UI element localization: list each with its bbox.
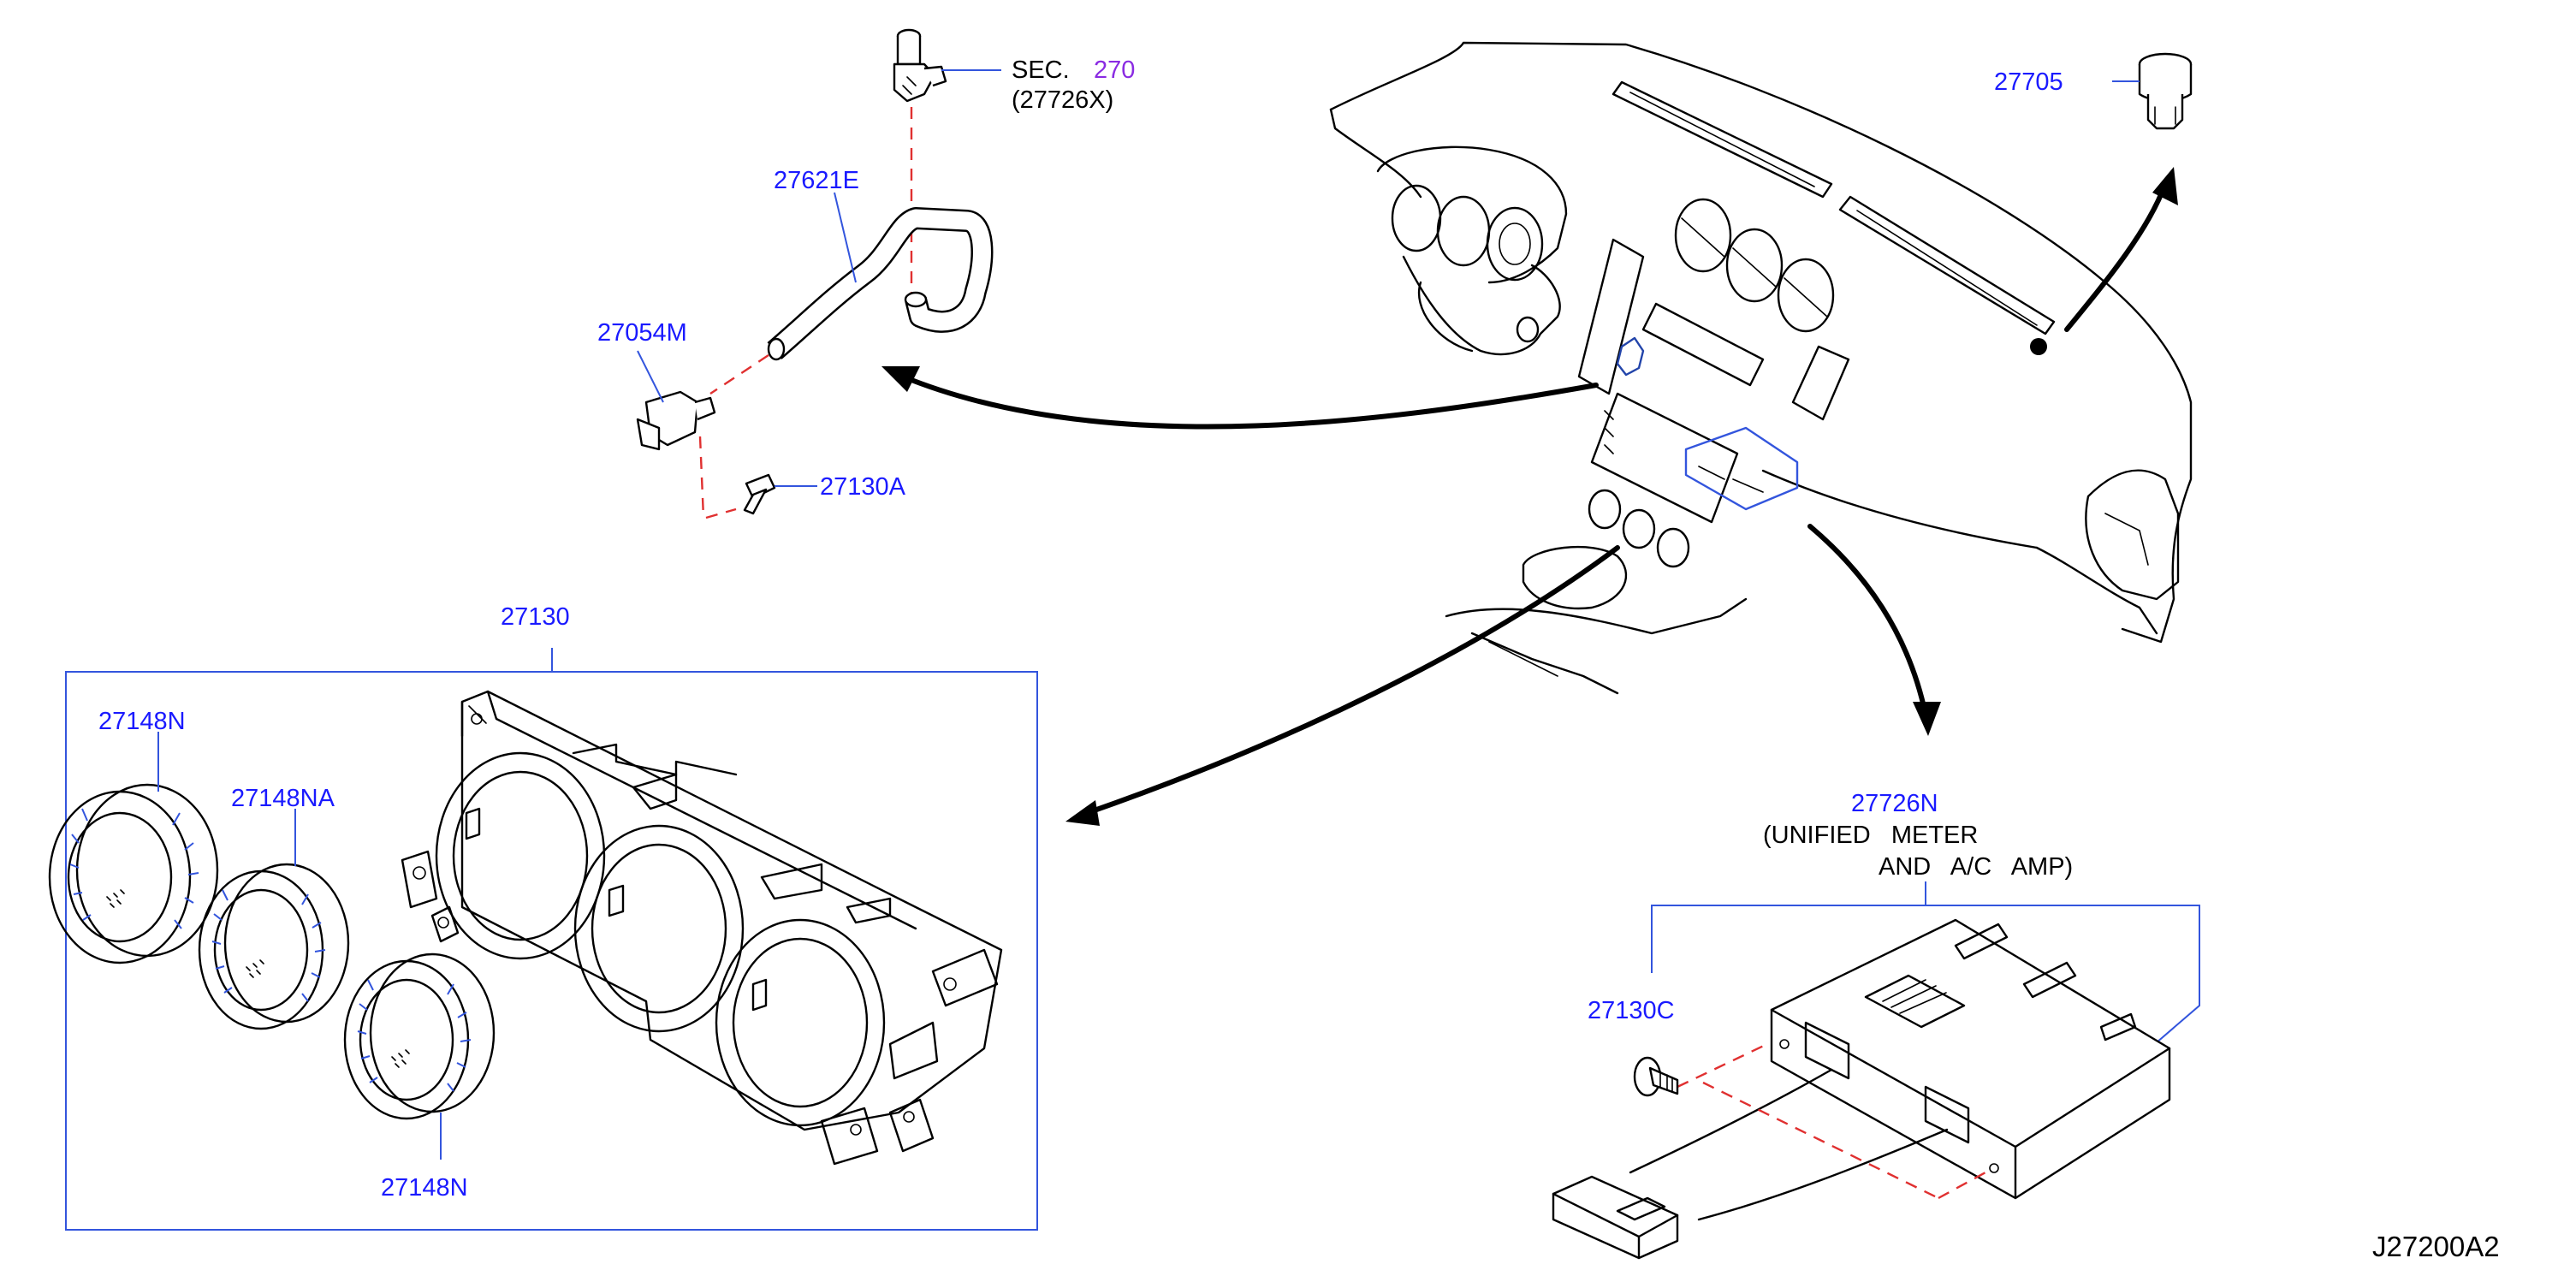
sec-label: SEC.: [1012, 56, 1070, 84]
part-27726N-desc-line1: (UNIFIED METER: [1763, 822, 1978, 849]
part-27148N-bottom-label: 27148N: [381, 1174, 468, 1202]
part-27705-label: 27705: [1994, 68, 2063, 96]
part-27054M-label: 27054M: [597, 319, 687, 347]
part-27726N-label: 27726N: [1851, 790, 1938, 817]
part-27621E-label: 27621E: [774, 167, 859, 194]
part-27726N-desc-line2: AND A/C AMP): [1879, 853, 2073, 881]
part-27130C-label: 27130C: [1588, 997, 1675, 1024]
knob-27148NA: [198, 863, 350, 1030]
diagram-reference-code: J27200A2: [2372, 1231, 2500, 1262]
part-27148NA-label: 27148NA: [231, 785, 335, 812]
knob-27148N-top: [48, 783, 219, 964]
ac-amp-group: [1552, 881, 2200, 1260]
sec-number-label: 270: [1094, 56, 1135, 84]
pointer-arrows: [881, 167, 2178, 826]
part-27130A-label: 27130A: [820, 473, 906, 501]
control-panel-illustration: [401, 690, 1003, 1166]
part-27148N-top-label: 27148N: [98, 708, 186, 735]
sunload-sensor-group: [2112, 52, 2193, 130]
sec-sub-label: (27726X): [1012, 86, 1113, 114]
dashboard-illustration: [1329, 41, 2193, 695]
knob-27148N-bottom: [343, 952, 496, 1120]
aspirator-sensor-group: [636, 28, 1001, 519]
part-27130-label: 27130: [501, 603, 570, 631]
